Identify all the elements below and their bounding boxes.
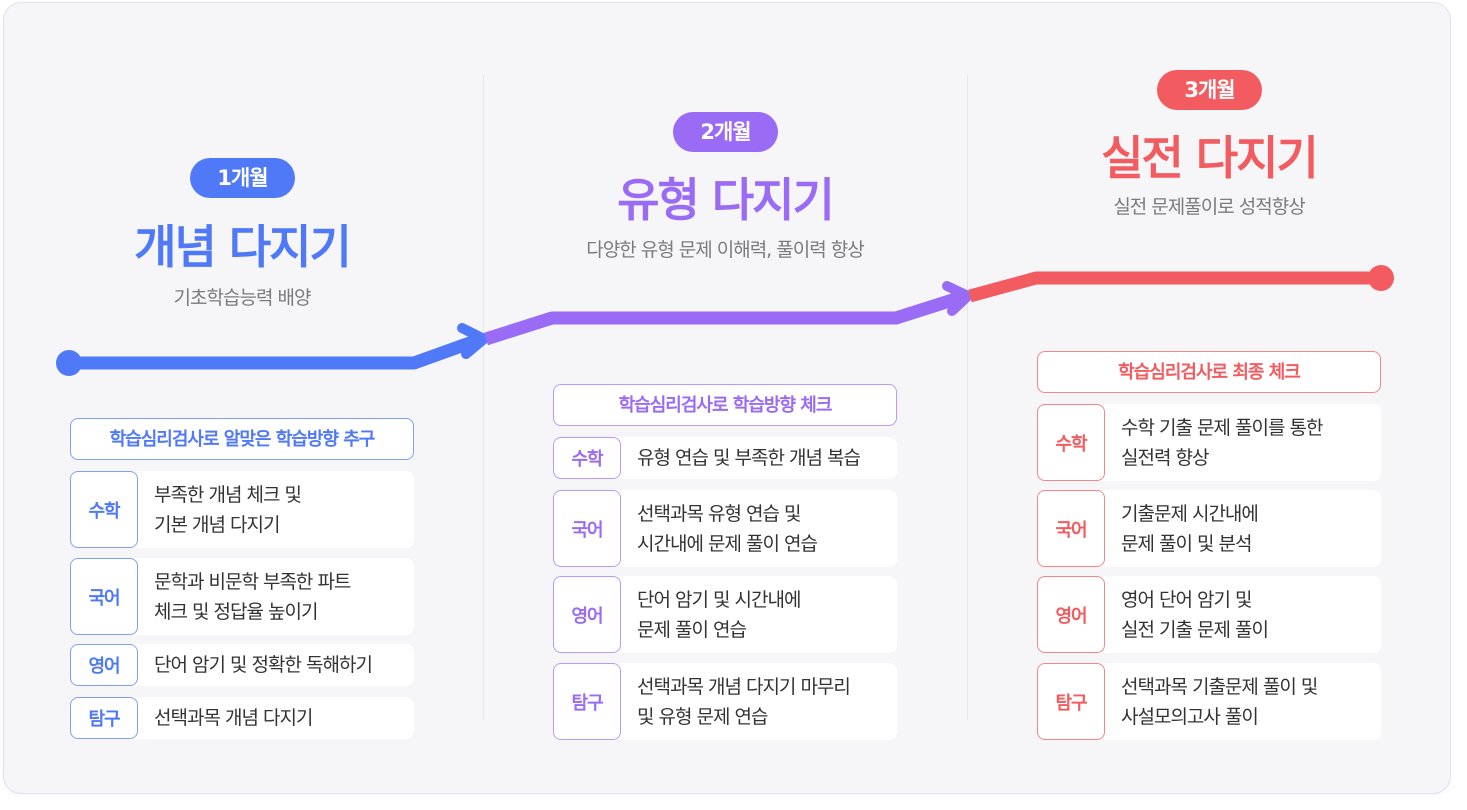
subject-tag: 수학 [1037,404,1105,481]
subject-row-english: 영어 영어 단어 암기 및 실전 기출 문제 풀이 [1037,576,1381,653]
check-label: 학습심리검사로 학습방향 체크 [553,384,897,426]
subject-description: 선택과목 기출문제 풀이 및 사설모의고사 풀이 [1121,675,1318,728]
end-dot [1368,265,1394,291]
subject-row-english: 영어 단어 암기 및 정확한 독해하기 [70,644,414,686]
subject-tag: 국어 [553,490,621,567]
subject-tag: 국어 [1037,490,1105,567]
stage-title: 유형 다지기 [617,173,835,227]
subject-description: 단어 암기 및 정확한 독해하기 [154,654,373,676]
check-label: 학습심리검사로 알맞은 학습방향 추구 [70,418,414,460]
arrow-head-1 [457,323,489,359]
subject-tag: 영어 [70,644,138,686]
subject-row-math: 수학 유형 연습 및 부족한 개념 복습 [553,437,897,479]
subject-row-korean: 국어 문학과 비문학 부족한 파트 체크 및 정답율 높이기 [70,558,414,635]
progress-line-month3 [968,271,1381,303]
period-badge: 2개월 [673,112,778,152]
subject-tag: 수학 [553,437,621,479]
subject-row-english: 영어 단어 암기 및 시간내에 문제 풀이 연습 [553,576,897,653]
subject-description: 선택과목 개념 다지기 마무리 및 유형 문제 연습 [637,675,851,728]
subject-description: 수학 기출 문제 풀이를 통한 실전력 향상 [1121,416,1323,469]
subject-description: 단어 암기 및 시간내에 문제 풀이 연습 [637,588,801,641]
progress-line-month1 [69,333,481,370]
subject-description: 선택과목 유형 연습 및 시간내에 문제 풀이 연습 [637,502,818,555]
subject-row-korean: 국어 선택과목 유형 연습 및 시간내에 문제 풀이 연습 [553,490,897,567]
subject-row-science: 탐구 선택과목 기출문제 풀이 및 사설모의고사 풀이 [1037,663,1381,740]
subject-description: 문학과 비문학 부족한 파트 체크 및 정답율 높이기 [154,570,351,623]
period-badge: 1개월 [190,158,295,198]
subject-tag: 영어 [553,576,621,653]
subject-tag: 탐구 [70,697,138,739]
subject-tag: 수학 [70,471,138,548]
stage-subtitle: 기초학습능력 배양 [173,287,312,309]
subject-row-korean: 국어 기출문제 시간내에 문제 풀이 및 분석 [1037,490,1381,567]
check-label: 학습심리검사로 최종 체크 [1037,351,1381,393]
stage-title: 실전 다지기 [1101,131,1319,185]
subject-description: 기출문제 시간내에 문제 풀이 및 분석 [1121,502,1259,555]
subject-row-science: 탐구 선택과목 개념 다지기 [70,697,414,739]
subject-row-science: 탐구 선택과목 개념 다지기 마무리 및 유형 문제 연습 [553,663,897,740]
stage-subtitle: 실전 문제풀이로 성적향상 [1113,196,1305,218]
subject-row-math: 수학 수학 기출 문제 풀이를 통한 실전력 향상 [1037,404,1381,481]
subject-description: 영어 단어 암기 및 실전 기출 문제 풀이 [1121,588,1269,641]
arrow-head-2 [942,281,973,316]
subject-description: 부족한 개념 체크 및 기본 개념 다지기 [154,483,302,536]
period-badge: 3개월 [1157,70,1262,110]
column-divider [967,75,968,720]
subject-tag: 국어 [70,558,138,635]
column-divider [483,75,484,720]
subject-row-math: 수학 부족한 개념 체크 및 기본 개념 다지기 [70,471,414,548]
progress-line-month2 [484,290,964,346]
stage-title: 개념 다지기 [134,220,352,274]
subject-tag: 탐구 [1037,663,1105,740]
subject-description: 선택과목 개념 다지기 [154,707,313,729]
subject-description: 유형 연습 및 부족한 개념 복습 [637,447,861,469]
subject-tag: 탐구 [553,663,621,740]
stage-subtitle: 다양한 유형 문제 이해력, 풀이력 향상 [586,239,864,261]
subject-tag: 영어 [1037,576,1105,653]
